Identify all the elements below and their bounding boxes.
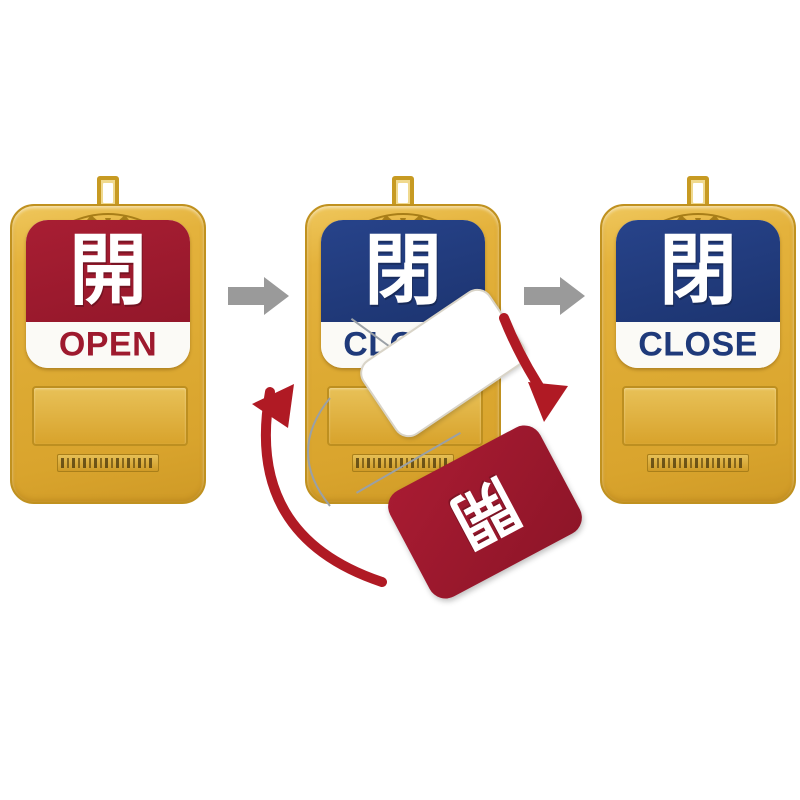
illustration-title: OPEN / CLOSE Flip-Over Sign Tag [0, 21, 1, 22]
word-band: CLOSE [616, 322, 780, 368]
sign-tag-close[interactable]: 閉 CLOSE [600, 176, 796, 504]
maker-strip-glyphs [651, 458, 745, 468]
flip-arrow-down [499, 313, 568, 422]
blank-engraving-panel [622, 386, 778, 446]
word-band: OPEN [26, 322, 190, 368]
word-text: CLOSE [638, 325, 758, 364]
kanji-text: 開 [68, 226, 147, 316]
sign-face-open: 開 OPEN [26, 220, 190, 368]
kanji-text: 閉 [658, 226, 737, 316]
hinge-wire-arc [307, 397, 331, 507]
maker-strip [647, 454, 749, 472]
kanji-text: 閉 [363, 226, 442, 316]
flip-arrow-up [252, 384, 387, 587]
maker-strip-glyphs [356, 458, 450, 468]
kanji-plate: 開 [26, 220, 190, 322]
blank-engraving-panel [32, 386, 188, 446]
maker-strip-glyphs [61, 458, 155, 468]
sign-face-close: 閉 CLOSE [616, 220, 780, 368]
sign-tag-open[interactable]: 開 OPEN [10, 176, 206, 504]
hanger-loop-icon [687, 176, 709, 210]
step-arrow-right-2 [524, 277, 585, 315]
kanji-plate: 閉 [616, 220, 780, 322]
maker-strip [57, 454, 159, 472]
word-text: OPEN [58, 325, 158, 364]
step-arrow-right-1 [228, 277, 289, 315]
